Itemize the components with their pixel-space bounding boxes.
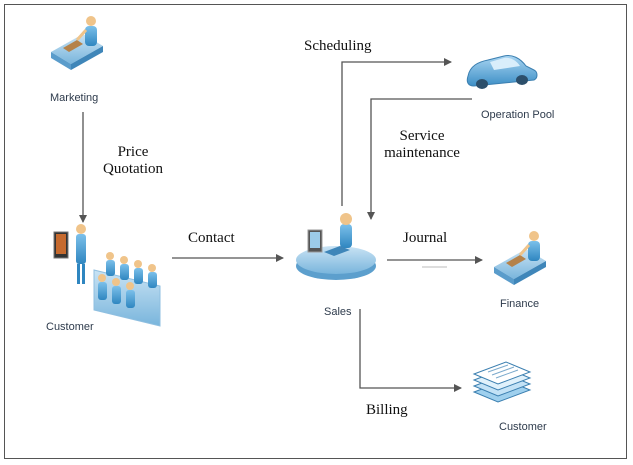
edge-label-billing: Billing <box>366 402 408 418</box>
edge-label-scheduling: Scheduling <box>304 38 372 54</box>
sales-icon <box>296 213 376 280</box>
edge-label-service-maintenance-line1: Service <box>399 128 445 144</box>
node-label-marketing: Marketing <box>50 92 99 104</box>
arrow-operation-pool-to-sales <box>367 98 472 220</box>
node-label-operation-pool: Operation Pool <box>481 109 555 121</box>
node-label-customer-right: Customer <box>499 421 547 433</box>
marketing-icon <box>51 16 103 70</box>
node-label-sales: Sales <box>324 306 352 318</box>
finance-icon <box>494 231 546 285</box>
documents-stack-icon <box>472 361 532 403</box>
edge-label-price-quotation-line1: Price <box>117 144 149 160</box>
customer-meeting-icon <box>53 224 161 327</box>
edge-label-service-maintenance: Service maintenance <box>376 128 468 162</box>
edge-label-service-maintenance-line2: maintenance <box>384 145 460 161</box>
edge-label-price-quotation-line2: Quotation <box>103 161 163 177</box>
edge-label-contact: Contact <box>188 230 235 246</box>
car-icon <box>466 55 538 89</box>
edge-label-journal: Journal <box>403 230 448 246</box>
edge-label-price-quotation: Price Quotation <box>94 144 172 178</box>
node-label-customer-left: Customer <box>46 321 94 333</box>
arrow-sales-to-operation-pool <box>341 58 452 206</box>
arrow-sales-to-customer-right <box>359 309 462 392</box>
node-label-finance: Finance <box>500 298 540 310</box>
